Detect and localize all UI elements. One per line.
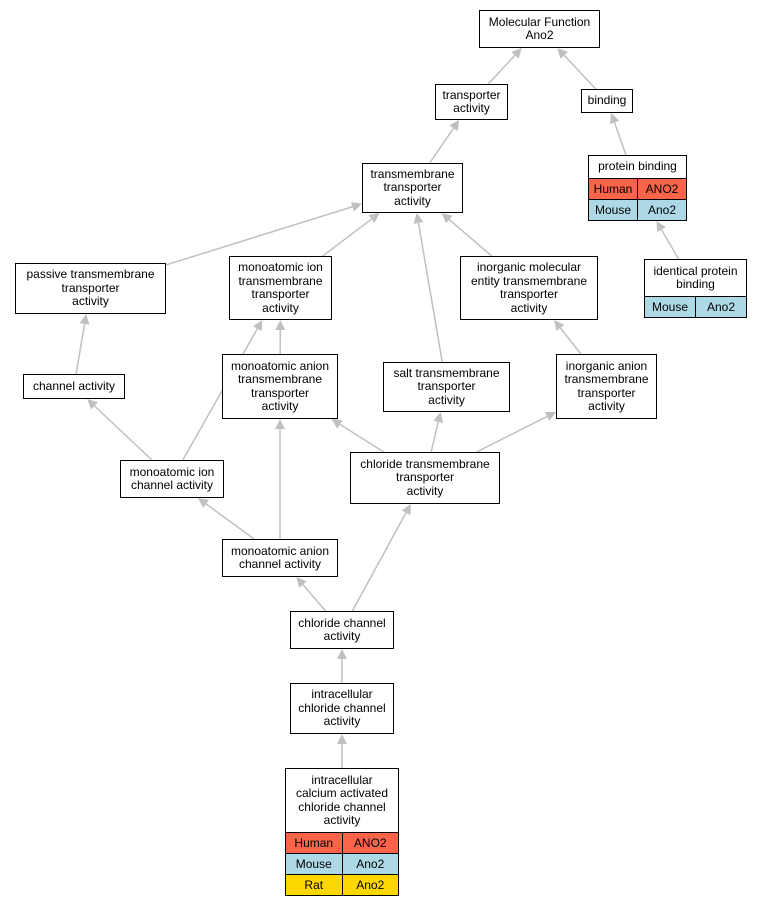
gene-cell: Ano2: [695, 297, 746, 317]
edge-anion_channel-to-ion_channel: [206, 504, 254, 539]
arrowhead-anion_channel-to-ion_channel: [198, 498, 209, 508]
node-label: monoatomic anion channel activity: [223, 540, 337, 576]
node-label: binding: [582, 90, 632, 112]
annotation-row-mouse: Mouse Ano2: [286, 853, 398, 874]
node-label: intracellular chloride channel activity: [291, 684, 393, 733]
edge-chloride_channel-to-chloride_tmt: [352, 513, 406, 611]
node-monoatomic-ion-transmembrane-transporter-activity[interactable]: monoatomic ion transmembrane transporter…: [229, 256, 332, 320]
edge-chloride_channel-to-anion_channel: [303, 585, 326, 611]
node-label: salt transmembrane transporter activity: [384, 363, 509, 411]
node-label: channel activity: [24, 375, 124, 398]
arrowhead-protein_binding-to-binding: [610, 113, 619, 124]
node-intracellular-chloride-channel-activity[interactable]: intracellular chloride channel activity: [290, 683, 394, 734]
edge-binding-to-mf: [564, 55, 596, 89]
arrowhead-passive-to-tmt: [351, 202, 362, 212]
node-binding[interactable]: binding: [581, 89, 633, 113]
gene-cell: Ano2: [342, 854, 399, 874]
annotation-row-mouse: Mouse Ano2: [645, 296, 746, 317]
node-label: inorganic molecular entity transmembrane…: [461, 257, 597, 319]
node-label: transmembrane transporter activity: [363, 164, 462, 212]
node-monoatomic-ion-channel-activity[interactable]: monoatomic ion channel activity: [120, 460, 224, 498]
arrowhead-channel-to-passive: [80, 314, 90, 325]
node-channel-activity[interactable]: channel activity: [23, 374, 125, 399]
node-transmembrane-transporter-activity[interactable]: transmembrane transporter activity: [362, 163, 463, 213]
species-cell: Mouse: [589, 200, 637, 220]
node-inorganic-anion-transmembrane-transporter-activity[interactable]: inorganic anion transmembrane transporte…: [556, 354, 657, 419]
node-protein-binding[interactable]: protein binding Human ANO2 Mouse Ano2: [588, 155, 687, 221]
node-chloride-channel-activity[interactable]: chloride channel activity: [290, 611, 394, 649]
node-label: Molecular Function Ano2: [480, 11, 599, 47]
edge-ion_channel-to-channel: [95, 406, 152, 460]
node-salt-transmembrane-transporter-activity[interactable]: salt transmembrane transporter activity: [383, 362, 510, 412]
arrowhead-intra_chloride-to-chloride_channel: [337, 649, 347, 659]
arrowhead-ion_tmt-to-tmt: [369, 213, 380, 223]
node-intracellular-calcium-activated-chloride-channel-activity[interactable]: intracellular calcium activated chloride…: [285, 768, 399, 896]
node-transporter-activity[interactable]: transporter activity: [435, 84, 508, 120]
arrowhead-tmt-to-transporter: [449, 120, 459, 131]
species-cell: Human: [286, 833, 342, 853]
node-molecular-function[interactable]: Molecular Function Ano2: [479, 10, 600, 48]
annotation-row-human: Human ANO2: [286, 832, 398, 853]
edge-transporter-to-mf: [488, 55, 515, 84]
node-monoatomic-anion-channel-activity[interactable]: monoatomic anion channel activity: [222, 539, 338, 577]
edge-identical-to-protein_binding: [662, 230, 679, 259]
gene-cell: Ano2: [342, 875, 399, 895]
arrowhead-salt-to-tmt: [414, 213, 424, 224]
node-label: inorganic anion transmembrane transporte…: [557, 355, 656, 418]
species-cell: Rat: [286, 875, 342, 895]
edge-tmt-to-transporter: [430, 128, 454, 163]
arrowhead-chloride_tmt-to-anion_tmt: [332, 419, 343, 429]
species-cell: Mouse: [286, 854, 342, 874]
arrowhead-anion_channel-to-anion_tmt: [275, 419, 285, 429]
edge-chloride_tmt-to-salt: [431, 422, 438, 452]
gene-cell: Ano2: [637, 200, 686, 220]
node-passive-transmembrane-transporter-activity[interactable]: passive transmembrane transporter activi…: [15, 263, 166, 314]
edge-chloride_tmt-to-inorg_anion: [477, 416, 547, 452]
gene-cell: ANO2: [342, 833, 399, 853]
arrowhead-anion_tmt-to-ion_tmt: [275, 320, 285, 330]
edge-inorg_anion-to-inorg_mol: [560, 328, 581, 354]
arrowhead-inorg_anion-to-inorg_mol: [554, 320, 564, 331]
edge-chloride_tmt-to-anion_tmt: [340, 424, 384, 452]
annotation-row-rat: Rat Ano2: [286, 874, 398, 895]
edge-inorg_mol-to-tmt: [449, 220, 492, 256]
node-inorganic-molecular-entity-transmembrane-transporter-activity[interactable]: inorganic molecular entity transmembrane…: [460, 256, 598, 320]
node-label: identical protein binding: [645, 260, 746, 296]
species-cell: Mouse: [645, 297, 695, 317]
node-identical-protein-binding[interactable]: identical protein binding Mouse Ano2: [644, 259, 747, 318]
node-label: intracellular calcium activated chloride…: [286, 769, 398, 832]
edge-protein_binding-to-binding: [615, 122, 626, 155]
annotation-row-mouse: Mouse Ano2: [589, 199, 686, 220]
arrowhead-calcium-to-intra_chloride: [337, 734, 347, 744]
node-label: monoatomic ion channel activity: [121, 461, 223, 497]
edge-salt-to-tmt: [418, 223, 442, 362]
node-label: chloride channel activity: [291, 612, 393, 648]
node-label: protein binding: [589, 156, 686, 178]
arrowhead-chloride_tmt-to-salt: [433, 412, 443, 423]
node-monoatomic-anion-transmembrane-transporter-activity[interactable]: monoatomic anion transmembrane transport…: [222, 354, 338, 419]
node-label: transporter activity: [436, 85, 507, 119]
node-label: monoatomic anion transmembrane transport…: [223, 355, 337, 418]
node-chloride-transmembrane-transporter-activity[interactable]: chloride transmembrane transporter activ…: [350, 452, 500, 504]
node-label: chloride transmembrane transporter activ…: [351, 453, 499, 503]
annotation-row-human: Human ANO2: [589, 178, 686, 199]
edge-channel-to-passive: [76, 324, 84, 374]
edge-ion_tmt-to-tmt: [323, 219, 372, 256]
node-label: monoatomic ion transmembrane transporter…: [230, 257, 331, 319]
species-cell: Human: [589, 179, 637, 199]
node-label: passive transmembrane transporter activi…: [16, 264, 165, 313]
gene-cell: ANO2: [637, 179, 686, 199]
